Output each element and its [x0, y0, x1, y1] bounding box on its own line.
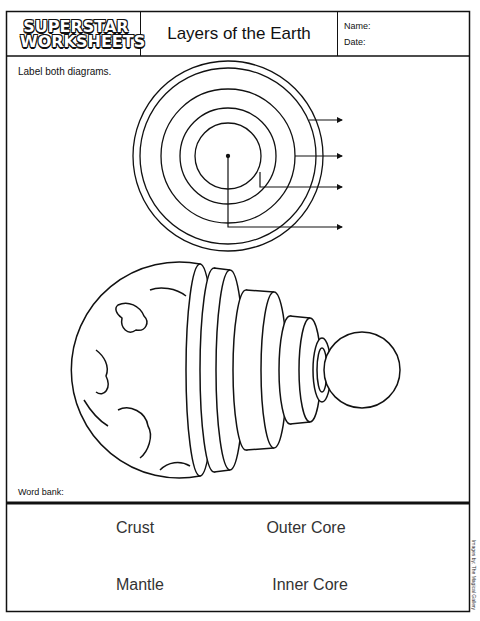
page-frame: [7, 12, 470, 612]
earth-cutaway: [71, 262, 400, 478]
word-bank-box: Word bank:: [7, 504, 469, 611]
header-rule: [6, 55, 470, 57]
worksheet-title: Layers of the Earth: [167, 24, 311, 44]
form-field-label: Name:: [344, 20, 464, 32]
word-bank-term: Inner Core: [272, 576, 348, 594]
word-bank-rule: [6, 502, 470, 505]
word-bank-term: Outer Core: [266, 519, 345, 537]
brand-logo: SUPERSTAR WORKSHEETS: [20, 19, 132, 49]
word-bank-heading: Word bank:: [18, 486, 138, 498]
word-bank-term: Mantle: [116, 576, 164, 594]
title-cell: Layers of the Earth: [140, 12, 338, 56]
leader-lines: [228, 120, 342, 227]
instruction-text: Label both diagrams.: [18, 66, 111, 77]
word-bank-term: Crust: [116, 519, 154, 537]
form-field-label: Date:: [344, 36, 464, 48]
name-date-box: Name: Date:: [338, 12, 469, 56]
image-credit: Images by: The Magical Gallery: [471, 540, 477, 610]
logo-box: SUPERSTAR WORKSHEETS: [12, 13, 140, 55]
